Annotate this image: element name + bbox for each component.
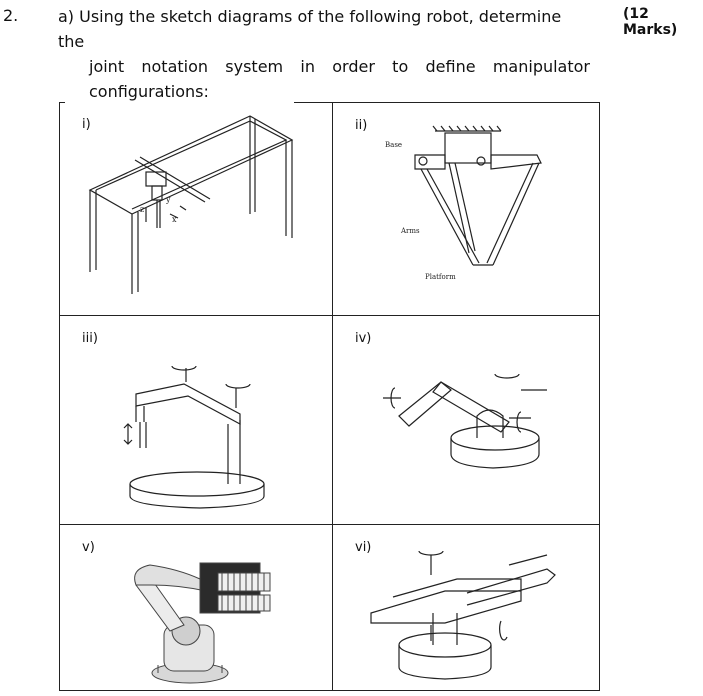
cell-articulated-robot: iv)	[332, 315, 600, 525]
axis-label: x	[172, 215, 177, 224]
marks-label: (12 Marks)	[623, 6, 678, 38]
axis-label: y	[165, 195, 171, 204]
cell-photo-robot: v)	[59, 524, 333, 691]
articulated-robot-illustration	[383, 373, 547, 469]
gripper-robot-illustration	[134, 562, 271, 684]
axis-label: z	[140, 205, 144, 214]
question-line-1: a) Using the sketch diagrams of the foll…	[58, 7, 562, 51]
cell-label: iv)	[355, 331, 372, 346]
cell-cylindrical-robot: vi)	[332, 524, 600, 691]
robot-diagram-grid: i) z y x ii)	[59, 102, 600, 691]
question-line-3: configurations:	[89, 82, 209, 101]
cell-label: vi)	[355, 540, 372, 555]
callout-label: Platform	[425, 273, 456, 281]
cartesian-gantry-illustration: z y x	[88, 115, 294, 294]
cell-scara-robot: iii)	[59, 315, 333, 525]
cell-label: v)	[82, 540, 95, 555]
question-line-2: joint notation system in order to define…	[89, 57, 590, 76]
cylindrical-robot-illustration	[370, 550, 556, 680]
question-number: 2.	[3, 6, 19, 25]
callout-label: Base	[385, 141, 402, 149]
cell-border-fragment	[294, 102, 334, 103]
cell-cartesian-robot: i) z y x	[59, 102, 334, 316]
cell-label: iii)	[82, 331, 98, 346]
callout-label: Arms	[400, 227, 420, 235]
cell-label: i)	[82, 117, 91, 132]
scara-robot-illustration	[123, 365, 265, 509]
question-text: a) Using the sketch diagrams of the foll…	[58, 4, 590, 104]
cell-label: ii)	[355, 118, 368, 133]
cell-border-fragment	[60, 102, 65, 103]
